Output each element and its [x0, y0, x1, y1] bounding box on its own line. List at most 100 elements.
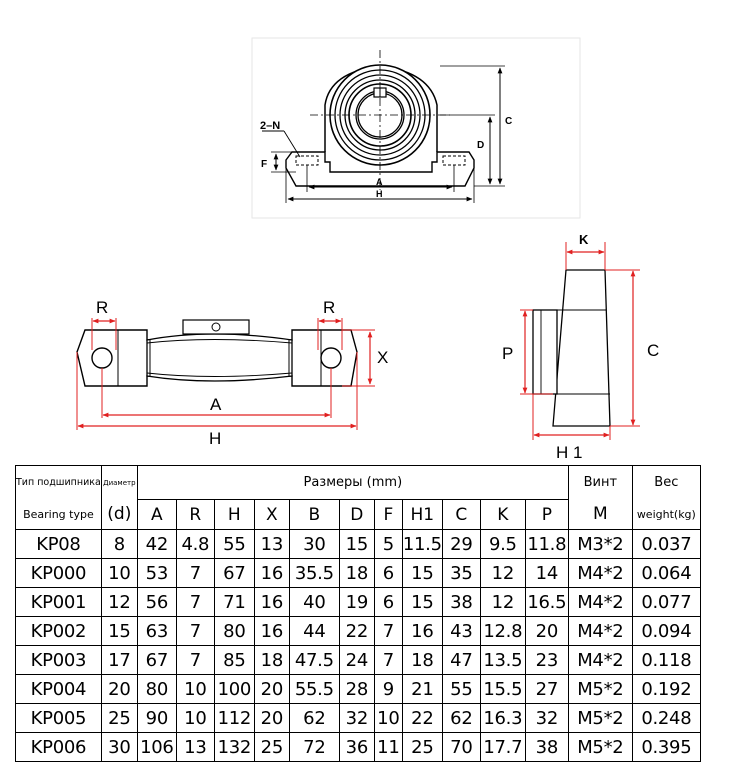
cell-k: 9.5 — [479, 529, 526, 559]
header-col-d: D — [338, 499, 375, 530]
cell-h1: 11.5 — [401, 529, 443, 559]
cell-h: 132 — [213, 732, 255, 762]
cell-p: 20 — [524, 616, 569, 646]
cell-screw: M5*2 — [567, 703, 633, 733]
cell-r: 13 — [175, 732, 215, 762]
header-dimensions: Размеры (mm) — [136, 465, 569, 500]
cell-c: 38 — [441, 587, 481, 617]
cell-weight: 0.118 — [631, 645, 701, 675]
header-screw-ru: Винт — [567, 465, 633, 500]
cell-r: 10 — [175, 703, 215, 733]
header-weight-en: weight(kg) — [631, 499, 701, 530]
cell-h: 80 — [213, 616, 255, 646]
cell-h: 55 — [213, 529, 255, 559]
header-weight-ru: Вес — [631, 465, 701, 500]
cell-d-dim: 24 — [338, 645, 375, 675]
cell-weight: 0.037 — [631, 529, 701, 559]
cell-h1: 15 — [401, 587, 443, 617]
front-view-drawing: 2–N A H C D F — [251, 37, 581, 219]
header-type-en: Bearing type — [15, 499, 102, 530]
drawings: 2–N A H C D F — [76, 37, 659, 462]
cell-type: KP003 — [15, 645, 102, 675]
cell-b: 72 — [288, 732, 340, 762]
cell-type: KP000 — [15, 558, 102, 588]
cell-b: 47.5 — [288, 645, 340, 675]
cell-screw: M5*2 — [567, 674, 633, 704]
label-side-k: K — [579, 232, 589, 247]
header-col-r: R — [175, 499, 215, 530]
cell-h1: 18 — [401, 645, 443, 675]
cell-p: 16.5 — [524, 587, 569, 617]
header-col-a: A — [136, 499, 177, 530]
cell-a: 63 — [136, 616, 177, 646]
cell-h: 112 — [213, 703, 255, 733]
cell-h1: 21 — [401, 674, 443, 704]
cell-c: 35 — [441, 558, 481, 588]
cell-d: 10 — [100, 558, 138, 588]
cell-x: 13 — [253, 529, 290, 559]
label-front-d: D — [477, 140, 484, 151]
label-top-r-right: R — [323, 298, 335, 317]
cell-d-dim: 18 — [338, 558, 375, 588]
cell-d: 25 — [100, 703, 138, 733]
cell-r: 7 — [175, 616, 215, 646]
cell-k: 17.7 — [479, 732, 526, 762]
cell-d-dim: 28 — [338, 674, 375, 704]
cell-r: 10 — [175, 674, 215, 704]
cell-k: 13.5 — [479, 645, 526, 675]
cell-type: KP005 — [15, 703, 102, 733]
header-screw-sym: M — [567, 499, 633, 530]
cell-p: 32 — [524, 703, 569, 733]
cell-d-dim: 15 — [338, 529, 375, 559]
cell-c: 55 — [441, 674, 481, 704]
cell-type: KP004 — [15, 674, 102, 704]
header-col-f: F — [373, 499, 403, 530]
cell-weight: 0.192 — [631, 674, 701, 704]
cell-p: 38 — [524, 732, 569, 762]
cell-d: 12 — [100, 587, 138, 617]
cell-d-dim: 36 — [338, 732, 375, 762]
header-diameter-sym: (d) — [100, 499, 138, 530]
cell-screw: M4*2 — [567, 558, 633, 588]
cell-d: 17 — [100, 645, 138, 675]
cell-b: 55.5 — [288, 674, 340, 704]
cell-p: 27 — [524, 674, 569, 704]
label-side-h1: H 1 — [556, 443, 582, 462]
cell-h: 71 — [213, 587, 255, 617]
label-front-a: A — [376, 177, 383, 187]
cell-c: 70 — [441, 732, 481, 762]
header-col-b: B — [288, 499, 340, 530]
cell-r: 7 — [175, 558, 215, 588]
top-view-drawing: R R X A H — [76, 298, 388, 448]
cell-x: 16 — [253, 587, 290, 617]
cell-x: 16 — [253, 558, 290, 588]
cell-x: 20 — [253, 674, 290, 704]
cell-screw: M5*2 — [567, 732, 633, 762]
cell-h1: 16 — [401, 616, 443, 646]
cell-h: 85 — [213, 645, 255, 675]
cell-f: 6 — [373, 587, 403, 617]
cell-k: 16.3 — [479, 703, 526, 733]
cell-type: KP002 — [15, 616, 102, 646]
cell-p: 23 — [524, 645, 569, 675]
cell-d: 15 — [100, 616, 138, 646]
cell-screw: M4*2 — [567, 645, 633, 675]
label-side-p: P — [502, 344, 513, 363]
spec-table: Тип подшипника Диаметр Размеры (mm) Винт… — [15, 465, 701, 762]
cell-f: 6 — [373, 558, 403, 588]
label-front-h: H — [376, 189, 383, 199]
label-front-f: F — [261, 159, 267, 170]
cell-type: KP006 — [15, 732, 102, 762]
header-col-c: C — [441, 499, 481, 530]
cell-c: 29 — [441, 529, 481, 559]
cell-weight: 0.077 — [631, 587, 701, 617]
cell-b: 40 — [288, 587, 340, 617]
cell-h1: 25 — [401, 732, 443, 762]
cell-f: 7 — [373, 616, 403, 646]
